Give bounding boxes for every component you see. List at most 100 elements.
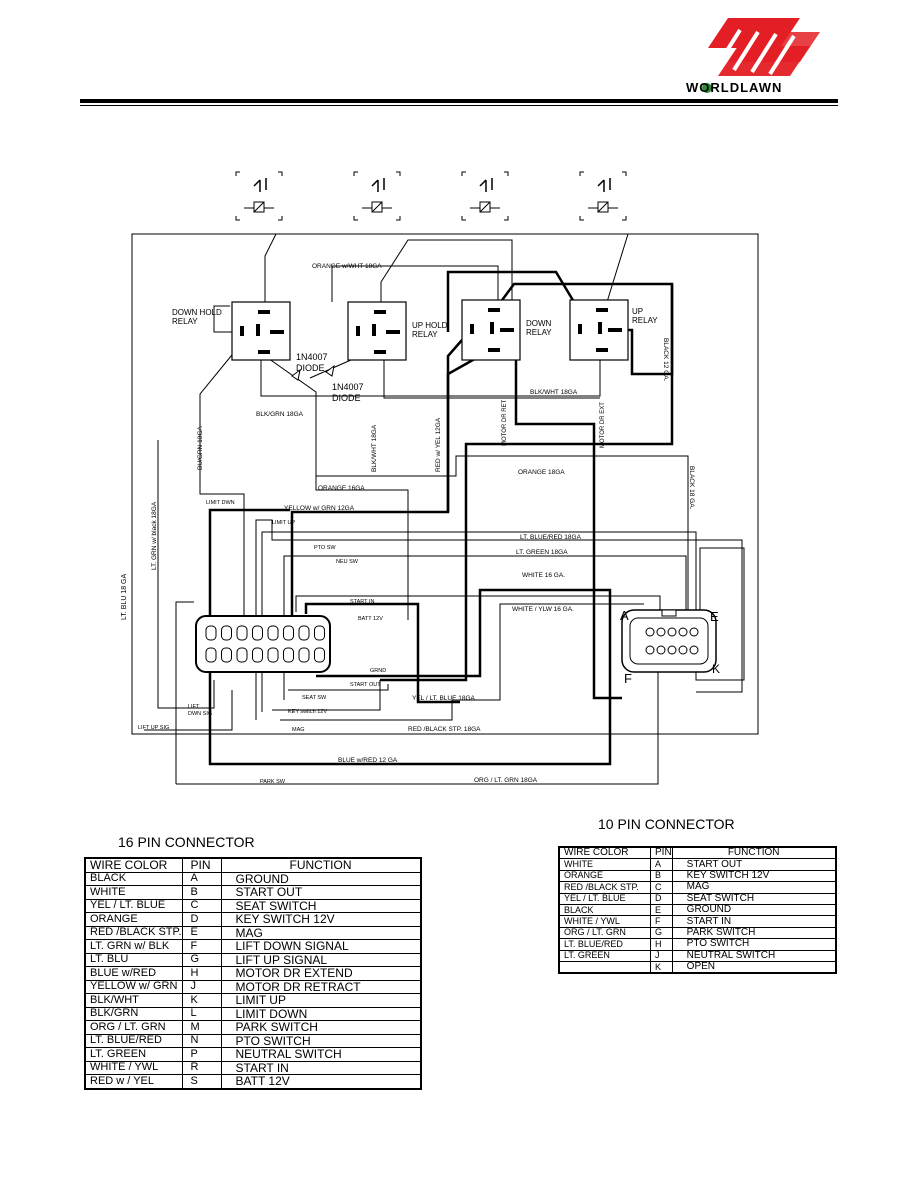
header-rule bbox=[80, 99, 838, 103]
connector-letter: K bbox=[712, 662, 720, 676]
down-relay bbox=[461, 299, 521, 361]
connector-pin bbox=[678, 645, 688, 655]
function-cell: KEY SWITCH 12V bbox=[220, 912, 421, 927]
wire-label: LT. GREEN 18GA bbox=[516, 549, 568, 556]
pin-cell: B bbox=[650, 870, 673, 883]
wire-label: BATT 12V bbox=[358, 616, 383, 622]
wire-color-cell: RED /BLACK STP. bbox=[558, 881, 651, 894]
wire-label: BLUE w/RED 12 GA bbox=[338, 757, 398, 764]
thick-wires bbox=[208, 270, 674, 766]
wire-color-cell: BLK/WHT bbox=[84, 993, 183, 1008]
function-cell: NEUTRAL SWITCH bbox=[671, 950, 837, 962]
wire-label: MOTOR DR EXT bbox=[600, 402, 606, 448]
wire-label: WHITE / YLW 16 GA. bbox=[512, 606, 574, 613]
pin-cell: C bbox=[650, 881, 673, 894]
wire-label: PTO SW bbox=[314, 545, 336, 551]
connector-pin bbox=[236, 625, 248, 641]
wire-label: RED w/ YEL 12GA bbox=[435, 417, 442, 472]
wire-label: NEU SW bbox=[336, 559, 359, 565]
connector-pin bbox=[689, 645, 699, 655]
wire-label: START IN bbox=[350, 599, 374, 605]
table10-title: 10 PIN CONNECTOR bbox=[598, 816, 735, 832]
wire-label: BLACK 18 GA. bbox=[688, 466, 695, 510]
connector-pin bbox=[205, 625, 217, 641]
pin-cell: C bbox=[181, 899, 222, 913]
connector-pin bbox=[252, 647, 263, 663]
function-cell: LIMIT UP bbox=[220, 993, 421, 1008]
wire-color-cell: LT. BLU bbox=[84, 953, 183, 967]
pin-cell: L bbox=[181, 1007, 222, 1021]
wire-label: BLK/WHT 18GA bbox=[530, 389, 578, 396]
function-cell: PARK SWITCH bbox=[671, 927, 837, 940]
wire-color-cell: LT. GREEN bbox=[558, 950, 651, 962]
function-cell: PARK SWITCH bbox=[220, 1020, 421, 1035]
connector-pin bbox=[283, 647, 294, 663]
16-pin-connector bbox=[195, 615, 331, 673]
pin-cell: R bbox=[181, 1061, 222, 1075]
wire-color-cell: LT. GRN w/ BLK bbox=[84, 939, 183, 954]
connector-pin bbox=[298, 625, 310, 641]
relay-symbols bbox=[235, 171, 627, 221]
wire-label: GRND bbox=[370, 668, 386, 674]
wire-color-cell: BLACK bbox=[84, 872, 183, 886]
function-cell: START IN bbox=[220, 1061, 421, 1075]
pin-cell: S bbox=[181, 1074, 222, 1089]
pin-cell: H bbox=[650, 938, 673, 951]
wire-label: YELLOW w/ GRN 12GA bbox=[284, 505, 355, 512]
wire-color-cell: LT. BLUE/RED bbox=[558, 938, 651, 951]
brand-name: WORLDLAWN bbox=[686, 80, 783, 95]
col-header: WIRE COLOR bbox=[84, 857, 183, 873]
connector-letter: E bbox=[710, 609, 719, 624]
pin-cell: D bbox=[181, 912, 222, 927]
function-cell: PTO SWITCH bbox=[671, 938, 837, 951]
pin-cell: F bbox=[181, 939, 222, 954]
wire-label: LT. BLU 18 GA bbox=[121, 573, 128, 620]
function-cell: MOTOR DR RETRACT bbox=[220, 980, 421, 994]
pin-cell: P bbox=[181, 1047, 222, 1062]
wire-color-cell: YELLOW w/ GRN bbox=[84, 980, 183, 994]
wire-color-cell: ORG / LT. GRN bbox=[84, 1020, 183, 1035]
pin-cell: M bbox=[181, 1020, 222, 1035]
connector-pin bbox=[205, 647, 217, 663]
connector-pin bbox=[667, 627, 677, 637]
down-hold-relay bbox=[231, 301, 291, 361]
function-cell: SEAT SWITCH bbox=[220, 899, 421, 913]
wire-label: RED /BLACK STP. 18GA bbox=[408, 726, 481, 733]
wire-color-cell: LT. BLUE/RED bbox=[84, 1034, 183, 1048]
function-cell: PTO SWITCH bbox=[220, 1034, 421, 1048]
connector-pin bbox=[656, 645, 666, 655]
pin-cell: E bbox=[650, 904, 673, 917]
col-header: PIN bbox=[181, 857, 222, 873]
pin-cell: E bbox=[181, 926, 222, 940]
thin-wires bbox=[144, 233, 745, 785]
connector-pin bbox=[645, 627, 655, 637]
function-cell: START IN bbox=[671, 915, 837, 928]
pin-cell: J bbox=[650, 950, 673, 962]
wire-color-cell: RED w / YEL bbox=[84, 1074, 183, 1089]
connector-pin bbox=[283, 625, 294, 641]
wire-label: YEL / LT. BLUE 18GA bbox=[412, 695, 476, 702]
wire-label: ORANGE w/WHT 18GA bbox=[312, 263, 382, 270]
wire-color-cell: LT. GREEN bbox=[84, 1047, 183, 1062]
connector-pin bbox=[221, 625, 232, 641]
pin-cell: G bbox=[181, 953, 222, 967]
wire-label: KEY switch 12V bbox=[288, 709, 327, 715]
wire-color-cell: RED /BLACK STP. bbox=[84, 926, 183, 940]
function-cell: MAG bbox=[220, 926, 421, 940]
